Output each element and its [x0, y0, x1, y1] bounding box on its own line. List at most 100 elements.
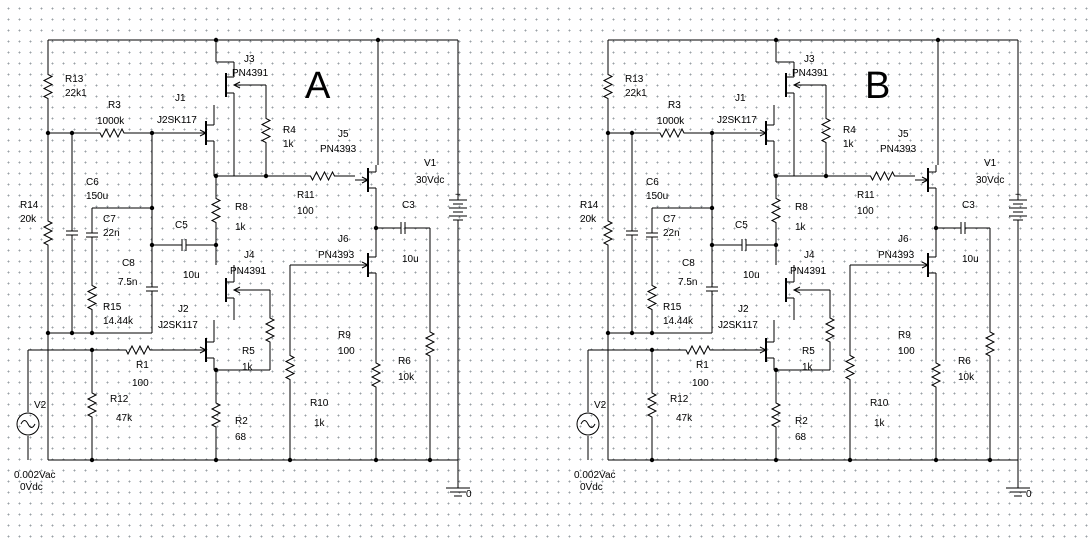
r9-label: R9	[338, 330, 351, 341]
r6-value: 10k	[398, 372, 415, 383]
r4-value: 1k	[843, 139, 855, 150]
r8-resistor	[770, 176, 782, 245]
c7-value: 22n	[663, 228, 680, 239]
junction-dot	[375, 37, 381, 43]
c6-label: C6	[646, 177, 659, 188]
r2-resistor	[770, 370, 782, 460]
c6-value: 150u	[646, 191, 668, 202]
r13-label: R13	[65, 74, 84, 85]
c5-capacitor	[712, 239, 776, 251]
r10-resistor	[844, 275, 856, 460]
svg-text:+: +	[455, 190, 461, 201]
r12-value: 47k	[116, 413, 133, 424]
j1-value: J2SK117	[157, 115, 197, 126]
c5-value: 10u	[183, 270, 200, 281]
ground-symbol	[446, 480, 470, 497]
c7-label: C7	[103, 214, 116, 225]
r1-value: 100	[132, 378, 149, 389]
j3-gate-arrow	[232, 81, 241, 89]
r14-value: 20k	[580, 214, 597, 225]
v2-value-ac: 0.002Vac	[14, 470, 56, 481]
r14-label: R14	[20, 200, 39, 211]
r1-value: 100	[692, 378, 709, 389]
r13-resistor	[42, 40, 54, 133]
j6-label: J6	[338, 234, 349, 245]
r2-value: 68	[795, 432, 807, 443]
r10-value: 1k	[874, 418, 886, 429]
ground-label: 0	[466, 489, 472, 500]
j4-value: PN4391	[790, 266, 827, 277]
r6-resistor	[424, 228, 436, 460]
r11-label: R11	[297, 190, 315, 201]
v2-label: V2	[594, 400, 607, 411]
r9-value: 100	[898, 346, 915, 357]
r12-resistor	[646, 350, 658, 460]
c8-capacitor	[706, 245, 718, 333]
j6-jfet	[290, 250, 377, 290]
r2-resistor	[210, 370, 222, 460]
r10-value: 1k	[314, 418, 326, 429]
v2-value-ac: 0.002Vac	[574, 470, 616, 481]
v2-value-dc: 0Vdc	[580, 482, 603, 493]
j1-label: J1	[735, 93, 746, 104]
j5-jfet	[915, 165, 937, 205]
j4-value: PN4391	[230, 266, 267, 277]
r6-label: R6	[958, 356, 971, 367]
j6-value: PN4393	[878, 250, 915, 261]
v1-value: 30Vdc	[976, 175, 1004, 186]
r11-resistor	[290, 170, 355, 182]
junction-dot	[149, 205, 155, 211]
r1-label: R1	[136, 360, 149, 371]
c7-value: 22n	[103, 228, 120, 239]
r14-resistor	[42, 133, 54, 333]
c6-capacitor	[626, 133, 638, 333]
r8-label: R8	[235, 202, 248, 213]
v1-value: 30Vdc	[416, 175, 444, 186]
j1-label: J1	[175, 93, 186, 104]
r6-value: 10k	[958, 372, 975, 383]
j1-jfet	[759, 105, 775, 176]
v2-label: V2	[34, 400, 47, 411]
c6-value: 150u	[86, 191, 108, 202]
c7-capacitor	[646, 208, 658, 262]
v1-label: V1	[984, 158, 997, 169]
j3-value: PN4391	[232, 68, 269, 79]
r10-resistor	[284, 275, 296, 460]
r1-resistor	[652, 344, 744, 356]
c3-label: C3	[402, 200, 415, 211]
r12-value: 47k	[676, 413, 693, 424]
v2-source	[16, 412, 40, 436]
r12-label: R12	[110, 394, 129, 405]
r15-value: 14.44k	[103, 316, 134, 327]
j2-value: J2SK117	[718, 320, 758, 331]
j6-label: J6	[898, 234, 909, 245]
r10-label: R10	[870, 398, 889, 409]
junction-dot	[773, 37, 779, 43]
j2-jfet	[744, 320, 775, 370]
c3-value: 10u	[962, 254, 979, 265]
j2-label: J2	[738, 304, 749, 315]
c8-label: C8	[682, 258, 695, 269]
r10-label: R10	[310, 398, 329, 409]
j4-label: J4	[804, 250, 815, 261]
r8-label: R8	[795, 202, 808, 213]
r14-label: R14	[580, 200, 599, 211]
r13-value: 22k1	[625, 88, 647, 99]
j4-label: J4	[244, 250, 255, 261]
c5-label: C5	[735, 220, 748, 231]
r5-label: R5	[802, 346, 815, 357]
svg-text:+: +	[1015, 190, 1021, 201]
r12-label: R12	[670, 394, 689, 405]
r12-resistor	[86, 350, 98, 460]
r2-label: R2	[235, 416, 248, 427]
j1-value: J2SK117	[717, 115, 757, 126]
r3-label: R3	[668, 100, 681, 111]
r1-label: R1	[696, 360, 709, 371]
r14-resistor	[602, 133, 614, 333]
r4-resistor	[260, 85, 272, 176]
r5-value: 1k	[242, 362, 254, 373]
r9-value: 100	[338, 346, 355, 357]
r4-label: R4	[283, 125, 296, 136]
j5-value: PN4393	[880, 144, 917, 155]
